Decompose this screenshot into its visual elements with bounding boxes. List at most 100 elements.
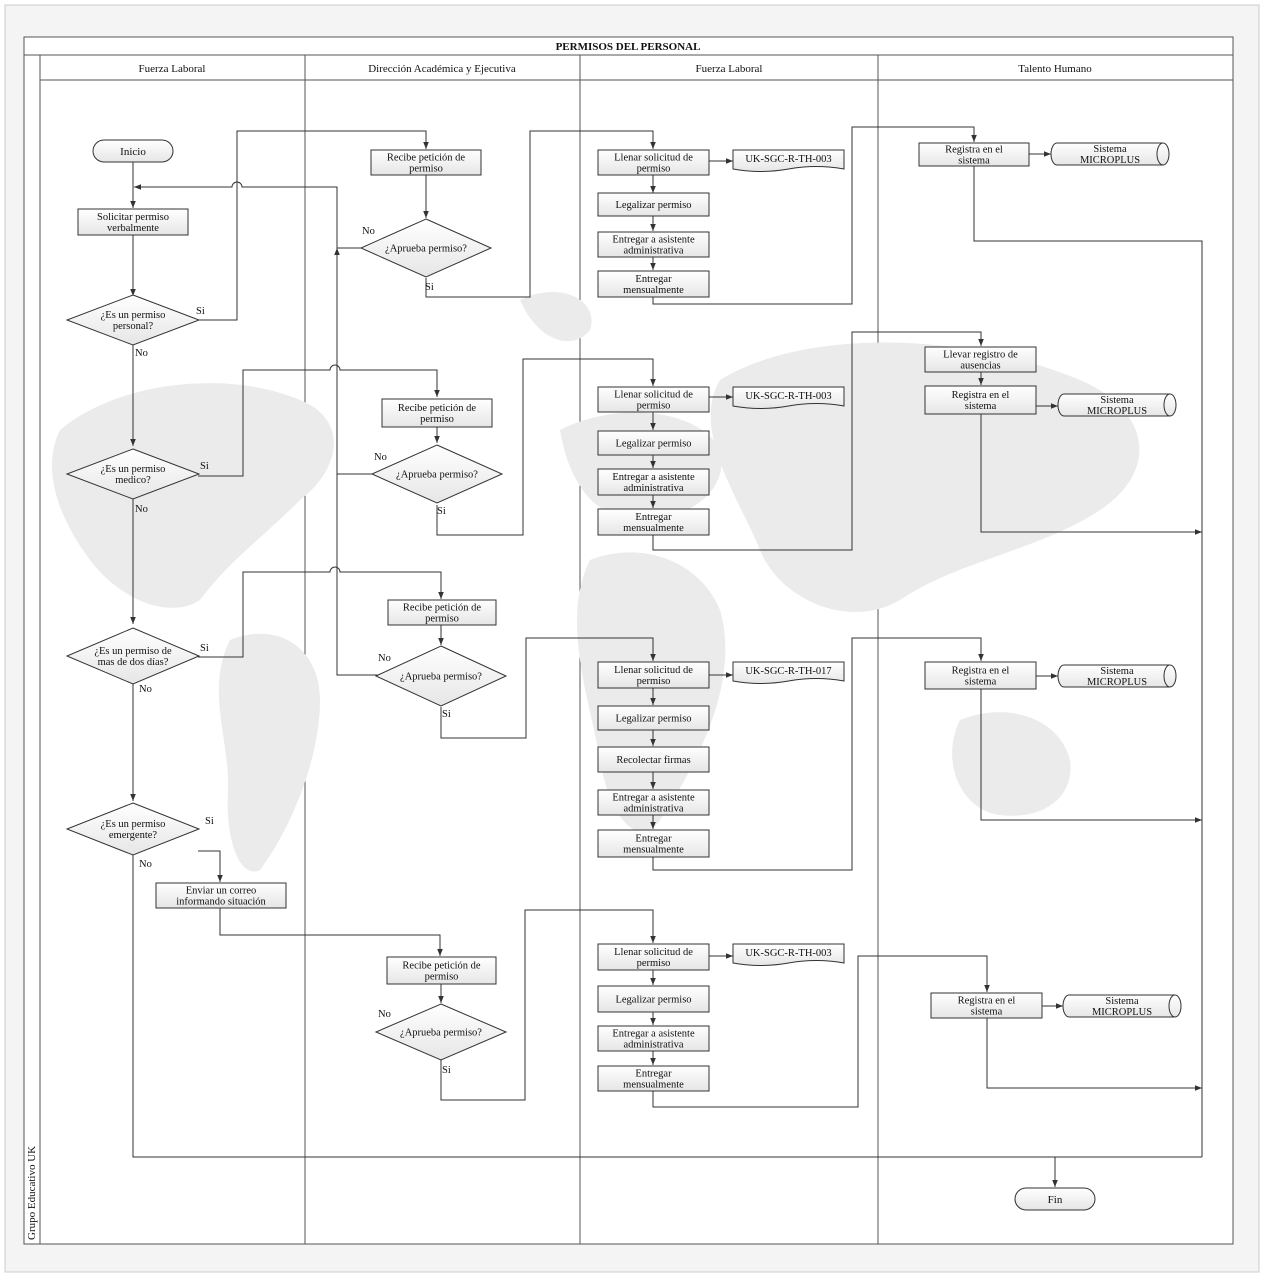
lane-header-fuerza-laboral-1: Fuerza Laboral <box>139 63 206 75</box>
edge-label-no-4: No <box>135 504 148 515</box>
entregar-asistente-box-2-line-2: administrativa <box>623 483 683 494</box>
recolectar-firmas-box: Recolectar firmas <box>597 746 710 773</box>
legalizar-permiso-box-4: Legalizar permiso <box>597 985 710 1013</box>
aprueba-decision-3-line-1: ¿Aprueba permiso? <box>400 672 482 683</box>
lane-header-direccion: Dirección Académica y Ejecutiva <box>368 63 516 75</box>
microplus-db-3-line-2: MICROPLUS <box>1087 677 1147 688</box>
registra-sistema-box-4-line-2: sistema <box>971 1007 1003 1018</box>
documento-4-label: UK-SGC-R-TH-003 <box>745 948 831 959</box>
microplus-db-4-line-1: Sistema <box>1105 996 1139 1007</box>
microplus-db-1-line-1: Sistema <box>1093 144 1127 155</box>
entregar-mensual-box-2-line-1: Entregar <box>635 512 672 523</box>
edge-label-si-7: Si <box>205 816 214 827</box>
recibe-peticion-box-1-line-2: permiso <box>409 164 443 175</box>
es-medico-decision-line-1: ¿Es un permiso <box>101 464 166 475</box>
es-mas-dos-dias-decision-line-2: mas de dos días? <box>98 657 169 668</box>
entregar-mensual-box-3-line-1: Entregar <box>635 834 672 845</box>
entregar-mensual-box-2-line-2: mensualmente <box>623 523 684 534</box>
lane-header-fuerza-laboral-2: Fuerza Laboral <box>696 63 763 75</box>
edge-label-si-5: Si <box>200 643 209 654</box>
llenar-solicitud-box-1-line-1: Llenar solicitud de <box>614 153 693 164</box>
legalizar-permiso-box-1-line-1: Legalizar permiso <box>615 200 691 211</box>
edge-label-no-9: No <box>362 226 375 237</box>
recibe-peticion-box-4-line-2: permiso <box>425 972 459 983</box>
aprueba-decision-1-line-1: ¿Aprueba permiso? <box>385 244 467 255</box>
registra-sistema-box-1-line-1: Registra en el <box>945 145 1003 156</box>
microplus-db-2-line-1: Sistema <box>1100 395 1134 406</box>
registra-sistema-box-2-line-2: sistema <box>965 401 997 412</box>
llenar-solicitud-box-2-line-1: Llenar solicitud de <box>614 390 693 401</box>
edge-label-no-11: No <box>374 452 387 463</box>
legalizar-permiso-box-2-line-1: Legalizar permiso <box>615 439 691 450</box>
lane-header-talento-humano: Talento Humano <box>1018 63 1092 75</box>
aprueba-decision-1: ¿Aprueba permiso? <box>359 218 493 278</box>
es-emergente-decision-line-2: emergente? <box>109 830 158 841</box>
edge-label-si-3: Si <box>200 461 209 472</box>
documento-2: UK-SGC-R-TH-003 <box>732 386 845 409</box>
documento-1-label: UK-SGC-R-TH-003 <box>745 154 831 165</box>
recolectar-firmas-box-line-1: Recolectar firmas <box>616 755 690 766</box>
llenar-solicitud-box-3-line-1: Llenar solicitud de <box>614 665 693 676</box>
microplus-db-1-line-2: MICROPLUS <box>1080 155 1140 166</box>
entregar-mensual-box-3-line-2: mensualmente <box>623 845 684 856</box>
entregar-asistente-box-3-line-1: Entregar a asistente <box>612 793 695 804</box>
registra-sistema-box-2-line-1: Registra en el <box>952 390 1010 401</box>
start-terminal-label: Inicio <box>120 146 146 158</box>
entregar-mensual-box-4-line-2: mensualmente <box>623 1080 684 1091</box>
llenar-solicitud-box-3-line-2: permiso <box>637 676 671 687</box>
aprueba-decision-4-line-1: ¿Aprueba permiso? <box>400 1028 482 1039</box>
es-emergente-decision-line-1: ¿Es un permiso <box>101 819 166 830</box>
legalizar-permiso-box-3-line-1: Legalizar permiso <box>615 714 691 725</box>
es-medico-decision-line-2: medico? <box>115 475 151 486</box>
aprueba-decision-3: ¿Aprueba permiso? <box>374 645 508 707</box>
legalizar-permiso-box-4-line-1: Legalizar permiso <box>615 995 691 1006</box>
llenar-solicitud-box-1-line-2: permiso <box>637 164 671 175</box>
solicitar-permiso-box-line-1: Solicitar permiso <box>97 212 169 223</box>
es-personal-decision-line-1: ¿Es un permiso <box>101 310 166 321</box>
es-personal-decision-line-2: personal? <box>113 321 154 332</box>
connectors <box>130 126 1203 1187</box>
documento-3: UK-SGC-R-TH-017 <box>732 661 845 684</box>
legalizar-permiso-box-3: Legalizar permiso <box>597 705 710 731</box>
llevar-registro-box-line-2: ausencias <box>960 361 1000 372</box>
registra-sistema-box-3-line-1: Registra en el <box>952 666 1010 677</box>
registra-sistema-box-3-line-2: sistema <box>965 677 997 688</box>
aprueba-decision-4: ¿Aprueba permiso? <box>374 1003 508 1061</box>
recibe-peticion-box-2-line-1: Recibe petición de <box>398 403 476 414</box>
edge-label-no-6: No <box>139 684 152 695</box>
aprueba-decision-2: ¿Aprueba permiso? <box>370 444 504 504</box>
entregar-mensual-box-1-line-1: Entregar <box>635 274 672 285</box>
edge-label-si-10: Si <box>425 282 434 293</box>
entregar-asistente-box-1-line-2: administrativa <box>623 246 683 257</box>
documento-3-label: UK-SGC-R-TH-017 <box>745 666 831 677</box>
documento-4: UK-SGC-R-TH-003 <box>732 943 845 966</box>
edge-label-si-16: Si <box>442 1065 451 1076</box>
microplus-db-4-line-2: MICROPLUS <box>1092 1007 1152 1018</box>
